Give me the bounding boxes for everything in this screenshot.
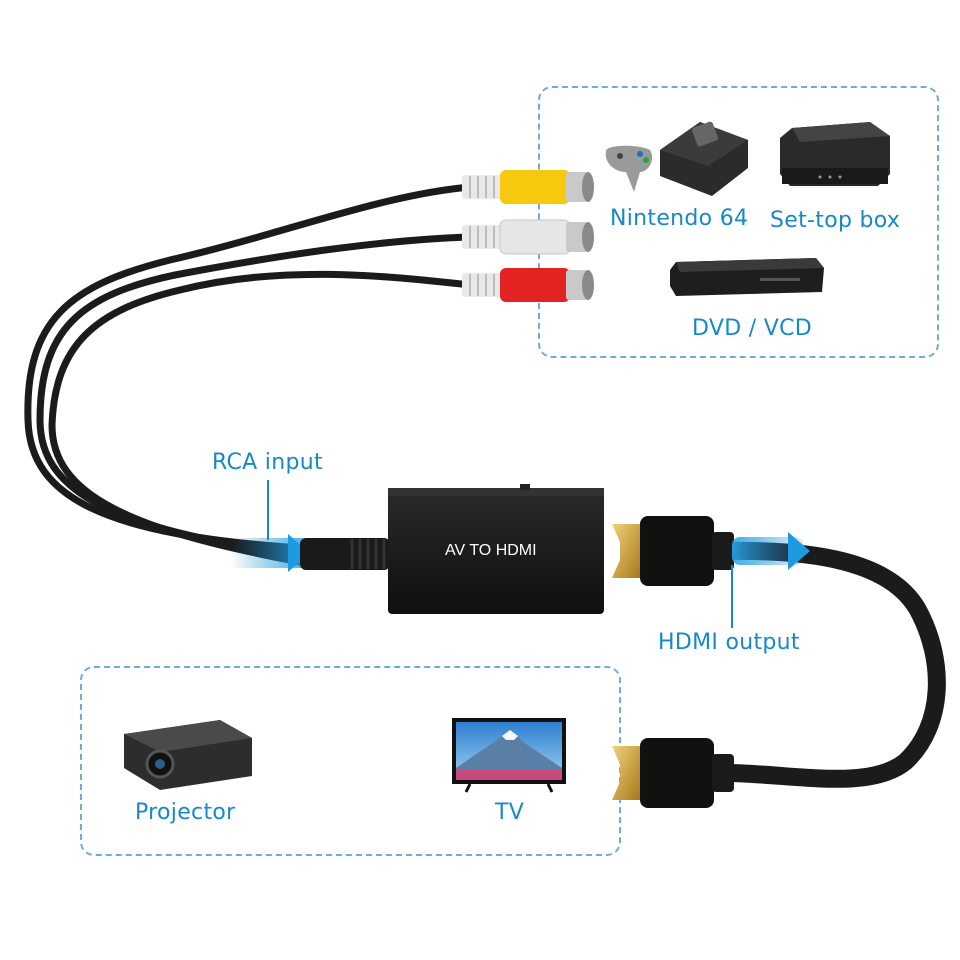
tv-icon <box>452 718 566 793</box>
display-label-tv: TV <box>495 800 525 825</box>
hdmi-output-label: HDMI output <box>658 630 800 655</box>
rca-input-label: RCA input <box>212 450 323 475</box>
source-label-nintendo-64: Nintendo 64 <box>610 206 749 231</box>
hdmi-plug-top <box>612 516 734 586</box>
hdmi-signal-glow <box>732 537 804 565</box>
av-to-hdmi-adapter <box>388 484 604 614</box>
game-console-icon <box>605 121 748 196</box>
display-label-projector: Projector <box>135 800 236 825</box>
rca-arrow-icon <box>288 534 310 572</box>
hdmi-plug-bottom <box>612 738 734 808</box>
source-label-set-top-box: Set-top box <box>770 208 901 233</box>
rca-plug-white <box>462 219 594 255</box>
rca-plug-red <box>462 268 594 302</box>
rca-cable <box>24 183 474 566</box>
rca-plug-yellow <box>462 170 594 204</box>
dvd-player-icon <box>670 258 824 296</box>
source-label-dvd-vcd: DVD / VCD <box>692 316 812 341</box>
hdmi-arrow-icon <box>788 532 810 570</box>
rca-strain-relief <box>300 538 390 570</box>
adapter-label: AV TO HDMI <box>445 542 537 559</box>
projector-icon <box>124 720 252 790</box>
hdmi-cable <box>721 541 946 788</box>
set-top-box-icon <box>780 122 890 186</box>
